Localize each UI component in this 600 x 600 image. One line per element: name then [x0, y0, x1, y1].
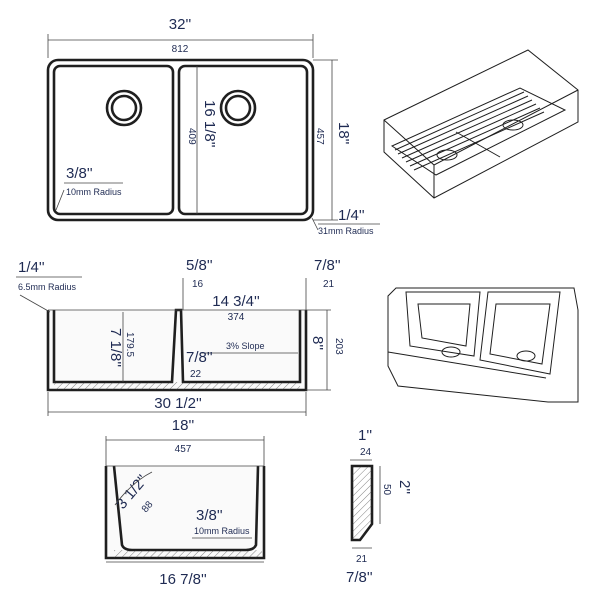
iso-underside-outline — [383, 49, 579, 199]
rim-radius-leader — [311, 217, 319, 231]
apron-profile-hatch — [352, 466, 372, 540]
corner-radius-mm-label: 10mm Radius — [66, 187, 122, 197]
floor-in-label: 7/8'' — [186, 349, 213, 366]
front-floor-hatch — [54, 382, 300, 390]
left-drain-outer — [105, 89, 143, 127]
side-corner-radius-in-label: 3/8'' — [196, 507, 223, 524]
rim-radius-mm-label: 31mm Radius — [318, 226, 374, 236]
rim-radius-in-label: 1/4'' — [338, 207, 365, 224]
front-radius-mm-label: 6.5mm Radius — [18, 282, 77, 292]
iso-top-left-drain-icon — [441, 346, 461, 358]
height-in-label: 8'' — [309, 336, 326, 350]
side-top-width-mm-label: 457 — [175, 444, 192, 455]
side-corner-radius-mm-label: 10mm Radius — [194, 526, 250, 536]
divider-in-label: 5/8'' — [186, 257, 213, 274]
bowl-width-mm-label: 374 — [228, 312, 245, 323]
iso-left-bowl — [405, 291, 481, 357]
iso-underside-grid-lines — [394, 91, 545, 171]
apron-top-mm-label: 24 — [360, 447, 372, 458]
top-left-bowl — [52, 64, 175, 216]
side-section-bg — [106, 466, 264, 558]
height-mm-label: 203 — [333, 338, 344, 355]
top-view: 32'' 812 16 1/8'' 409 457 18'' 3/8'' 10m… — [46, 16, 380, 236]
front-section-bg — [48, 310, 306, 390]
iso-underside-rim — [383, 89, 579, 166]
iso-top-view — [387, 287, 579, 403]
side-section-view: 18'' 457 3 1/2'' 88 3/8'' 10mm Radius 16… — [104, 417, 266, 588]
front-radius-in-label: 1/4'' — [18, 259, 45, 276]
iso-top-outline — [387, 287, 579, 403]
bowl-depth-in-label: 16 1/8'' — [201, 100, 218, 148]
side-floor-hatch — [114, 550, 262, 558]
top-width-in-label: 32'' — [169, 16, 192, 33]
iso-top-right-drain-icon — [516, 350, 536, 362]
depth-in-label: 18'' — [335, 122, 352, 145]
iso-underside-divider — [455, 131, 501, 158]
iso-left-bowl-floor — [417, 303, 471, 347]
side-inner-radius-arc — [114, 471, 153, 506]
top-width-mm-label: 812 — [172, 44, 189, 55]
corner-radius-leader — [55, 189, 65, 211]
iso-underside-base — [390, 87, 567, 176]
wall-in-label: 7/8'' — [314, 257, 341, 274]
front-radius-leader — [19, 294, 51, 313]
divider-height-mm-label: 179.5 — [124, 332, 135, 357]
top-outer-rim — [46, 58, 315, 222]
front-section-view: 1/4'' 6.5mm Radius 5/8'' 16 7/8'' 21 14 … — [16, 257, 344, 416]
right-drain-outer — [219, 89, 257, 127]
apron-height-mm-label: 50 — [381, 484, 392, 496]
iso-top-apron-line — [387, 351, 547, 379]
divider-height-in-label: 7 1/8'' — [107, 328, 124, 367]
apron-height-in-label: 2'' — [396, 480, 413, 494]
iso-right-bowl-floor — [489, 303, 551, 365]
left-drain-inner — [110, 94, 138, 122]
divider-mm-label: 16 — [192, 279, 204, 290]
iso-right-drain-icon — [502, 119, 524, 131]
apron-bottom-mm-label: 21 — [356, 554, 368, 565]
apron-top-in-label: 1'' — [358, 427, 372, 444]
depth-mm-label: 457 — [314, 128, 325, 145]
floor-mm-label: 22 — [190, 369, 202, 380]
bowl-depth-mm-label: 409 — [186, 128, 197, 145]
bowl-width-in-label: 14 3/4'' — [212, 293, 260, 310]
iso-underside-view — [383, 49, 579, 199]
wall-mm-label: 21 — [323, 279, 335, 290]
corner-radius-in-label: 3/8'' — [66, 165, 93, 182]
slope-label: 3% Slope — [226, 341, 265, 351]
top-right-bowl — [177, 64, 309, 216]
iso-right-bowl — [479, 291, 561, 375]
side-top-width-in-label: 18'' — [172, 417, 195, 434]
apron-detail-view: 1'' 24 50 2'' 21 7/8'' — [346, 427, 413, 586]
bottom-width-in-label: 30 1/2'' — [154, 395, 202, 412]
side-bottom-width-in-label: 16 7/8'' — [159, 571, 207, 588]
iso-left-drain-icon — [436, 149, 458, 161]
apron-bottom-in-label: 7/8'' — [346, 569, 373, 586]
right-drain-inner — [224, 94, 252, 122]
